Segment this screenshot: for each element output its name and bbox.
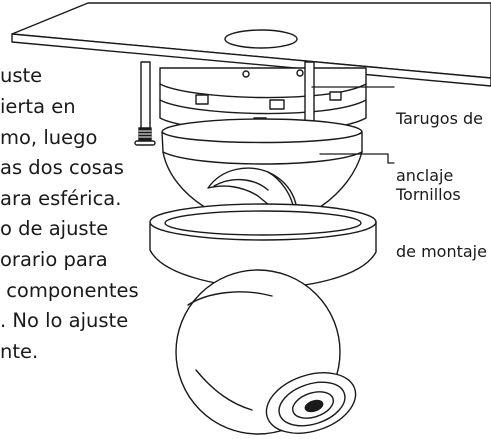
paragraph-line: . No lo ajuste bbox=[0, 309, 129, 332]
callout-screws-line-1: Tornillos bbox=[396, 185, 461, 204]
callout-screws-line-2: de montaje bbox=[396, 242, 487, 261]
callout-leaders bbox=[311, 86, 395, 164]
trim-ring bbox=[149, 203, 377, 289]
paragraph-line: ierta en bbox=[0, 95, 76, 118]
paragraph-line: ara esférica. bbox=[0, 187, 122, 210]
paragraph-line: uste bbox=[0, 64, 43, 87]
camera-ball bbox=[175, 269, 357, 435]
paragraph-line: nte. bbox=[0, 340, 39, 363]
paragraph-line: o de ajuste bbox=[0, 217, 109, 240]
instruction-paragraph: uste ierta en mo, luego as dos cosas ara… bbox=[0, 0, 139, 366]
paragraph-line: as dos cosas bbox=[0, 156, 124, 179]
mounting-screw-left bbox=[134, 127, 156, 146]
callout-screws: Tornillos de montaje bbox=[396, 147, 487, 299]
ceiling-plate bbox=[11, 2, 491, 87]
callout-anchors: Tarugos de anclaje bbox=[396, 71, 483, 223]
paragraph-line: orario para bbox=[0, 248, 108, 271]
paragraph-line: componentes bbox=[0, 279, 139, 302]
callout-anchors-line-1: Tarugos de bbox=[396, 109, 484, 128]
callout-anchors-line-2: anclaje bbox=[396, 166, 454, 185]
paragraph-line: mo, luego bbox=[0, 126, 98, 149]
